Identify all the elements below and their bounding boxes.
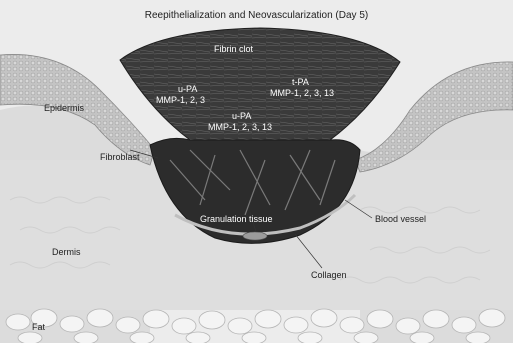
label-upa-top: u-PA: [178, 84, 197, 94]
label-mmp-tpa: MMP-1, 2, 3, 13: [270, 88, 334, 98]
label-mmp-bottom: MMP-1, 2, 3, 13: [208, 122, 272, 132]
label-fibrin-clot: Fibrin clot: [214, 44, 253, 54]
label-tpa: t-PA: [292, 77, 309, 87]
label-fat: Fat: [32, 322, 45, 332]
label-epidermis: Epidermis: [44, 103, 84, 113]
collagen-bundle: [243, 232, 267, 240]
label-blood-vessel: Blood vessel: [375, 214, 426, 224]
label-dermis: Dermis: [52, 247, 81, 257]
figure-title: Reepithelialization and Neovascularizati…: [0, 10, 513, 21]
label-collagen: Collagen: [311, 270, 347, 280]
label-granulation-tissue: Granulation tissue: [200, 214, 273, 224]
label-fibroblast: Fibroblast: [100, 152, 140, 162]
label-upa-bottom: u-PA: [232, 111, 251, 121]
label-mmp-top: MMP-1, 2, 3: [156, 95, 205, 105]
